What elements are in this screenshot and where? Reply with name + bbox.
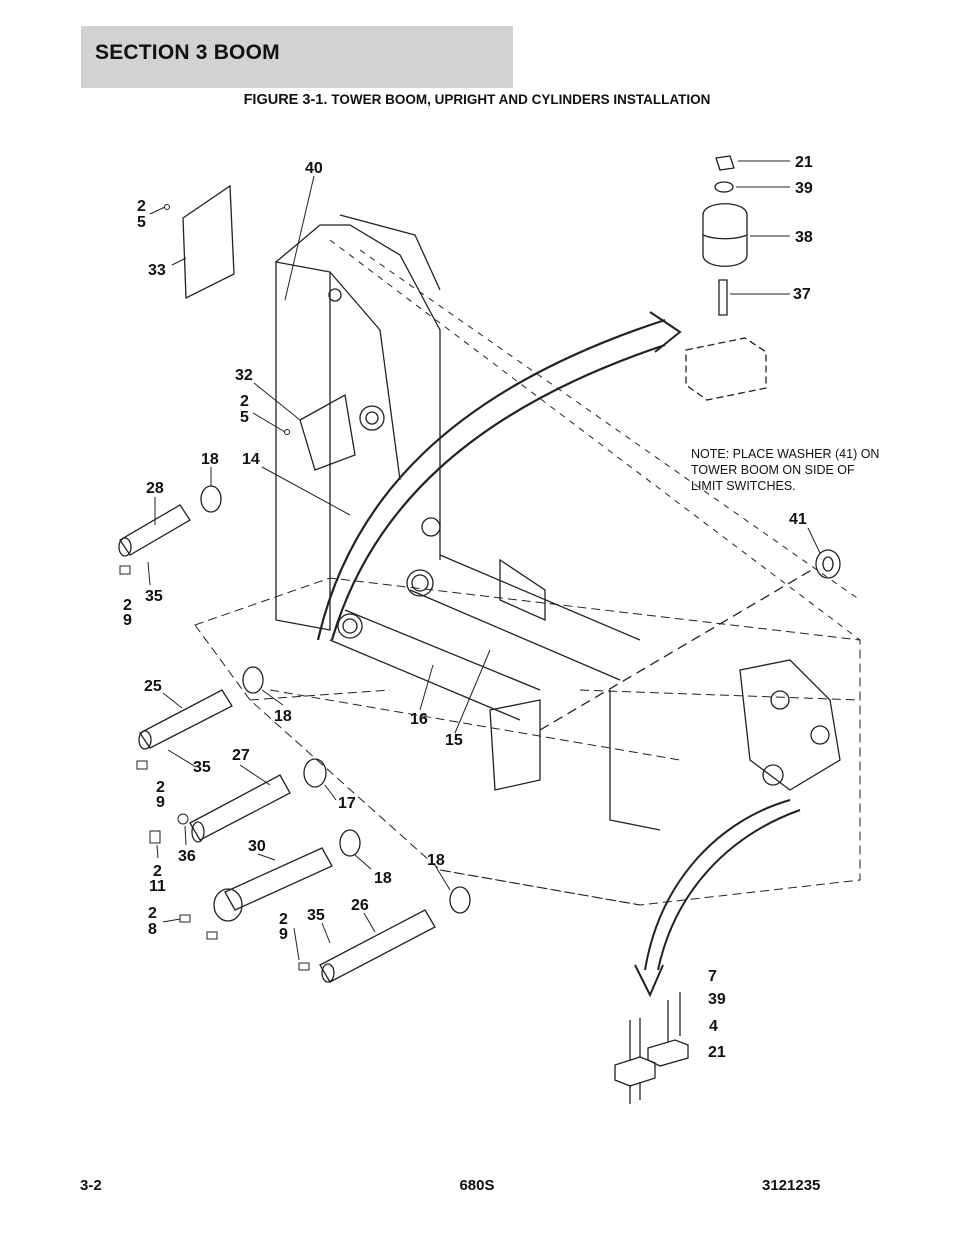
callout-label: 30 [248,838,266,855]
callout-label: 2 [279,911,288,928]
callout-label: 18 [201,451,219,468]
callout-label: 35 [307,907,325,924]
callout-label: 2 [148,905,157,922]
callout-label: 38 [795,229,813,246]
upper-curved-arrow [316,318,666,641]
figure-caption-prefix: FIGURE 3-1. [243,92,332,108]
callout-label: 21 [795,154,813,171]
callout-label: 16 [410,711,428,728]
callout-label: 33 [148,262,166,279]
callout-labels: 21 39 38 37 40 2 5 33 32 2 5 18 14 28 41… [123,154,813,1061]
callout-label: 9 [279,926,288,943]
callout-label: 5 [240,409,249,426]
callout-label: 37 [793,286,811,303]
callout-label: 9 [123,612,132,629]
pins-left [118,485,471,983]
callout-label: 36 [178,848,196,865]
switch-plate [299,393,356,471]
document-number: 3121235 [762,1177,821,1194]
callout-label: 25 [144,678,162,695]
callout-label: 39 [795,180,813,197]
callout-label: 2 [153,863,162,880]
small-bolts [119,204,310,971]
callout-label: 26 [351,897,369,914]
callout-label: 27 [232,747,250,764]
callout-label: 14 [242,451,260,468]
callout-label: 40 [305,160,323,177]
section-header: SECTION 3 BOOM [81,26,513,88]
callout-label: 39 [708,991,726,1008]
callout-label: 2 [240,393,249,410]
callout-label: 21 [708,1044,726,1061]
frame-outline [194,239,861,906]
callout-label: 18 [374,870,392,887]
leader-lines [147,160,821,961]
callout-label: 18 [427,852,445,869]
cylinder-assembly [489,558,841,831]
callout-label: 2 [123,597,132,614]
callout-label: 9 [156,794,165,811]
section-title: SECTION 3 BOOM [95,41,280,64]
tower-boom [329,554,641,721]
callout-label: 41 [789,511,807,528]
callout-label: 18 [274,708,292,725]
top-right-parts [685,155,767,401]
callout-label: 35 [193,759,211,776]
callout-label: 11 [149,878,166,895]
callout-label: 15 [445,732,463,749]
figure-caption: FIGURE 3-1. TOWER BOOM, UPRIGHT AND CYLI… [0,92,954,108]
callout-label: 17 [338,795,356,812]
callout-label: 28 [146,480,164,497]
callout-label: 5 [137,214,146,231]
page-number: 3-2 [80,1177,102,1194]
figure-caption-title: TOWER BOOM, UPRIGHT AND CYLINDERS INSTAL… [331,92,711,107]
callout-label: 32 [235,367,253,384]
tower-upright [275,214,441,631]
callout-label: 2 [137,198,146,215]
lower-curved-arrow [644,799,791,971]
callout-label: 8 [148,921,157,938]
callout-label: 35 [145,588,163,605]
model-number: 680S [459,1177,495,1194]
installation-note: NOTE: PLACE WASHER (41) ON TOWER BOOM ON… [691,447,880,493]
callout-label: 2 [156,779,165,796]
cover-plate [182,184,235,300]
callout-label: 4 [709,1018,718,1035]
bottom-right-blocks [614,992,689,1104]
callout-label: 7 [708,968,717,985]
